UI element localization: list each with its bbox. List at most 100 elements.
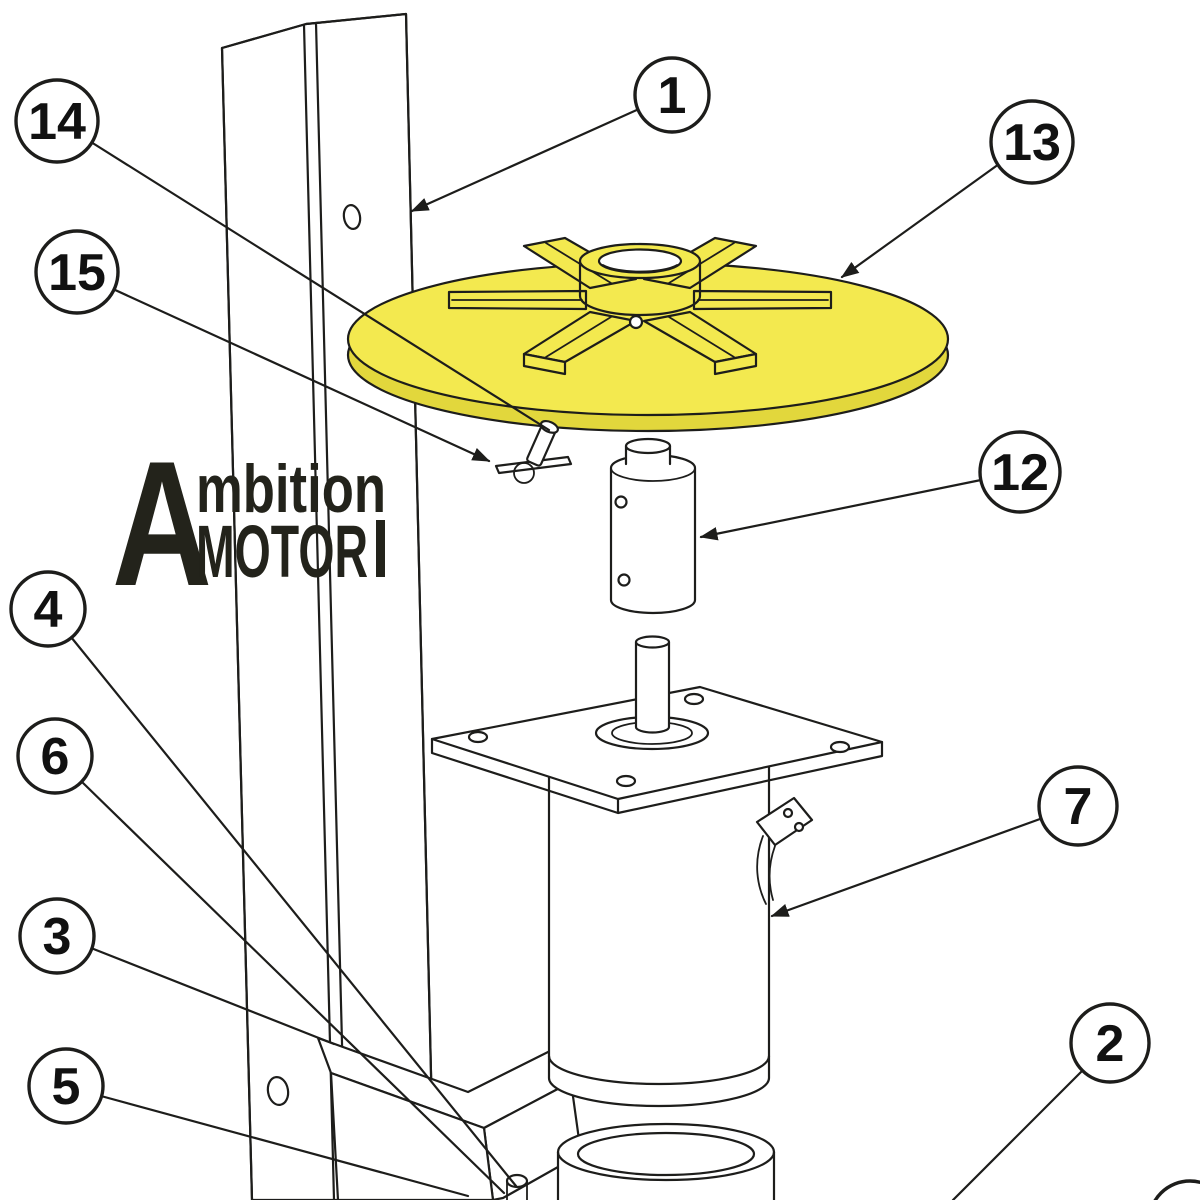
callout-15: 15 bbox=[34, 229, 120, 315]
hub-pin-hole bbox=[628, 314, 644, 330]
column-hole-bottom bbox=[266, 1076, 290, 1106]
leader-5 bbox=[99, 1094, 470, 1198]
pin-clip-ring bbox=[513, 462, 535, 484]
leader-3 bbox=[89, 946, 336, 1046]
callout-7-circle bbox=[1037, 765, 1119, 847]
terminal-screw-2 bbox=[793, 821, 805, 833]
coupling-neck-top bbox=[624, 437, 672, 455]
motor-shaft bbox=[634, 635, 671, 734]
leader-6 bbox=[79, 779, 506, 1195]
leader-4 bbox=[69, 635, 518, 1188]
terminal-wires bbox=[756, 835, 776, 905]
callout-2: 2 bbox=[1069, 1002, 1151, 1084]
callout-14: 14 bbox=[14, 78, 100, 164]
callout-4-circle bbox=[9, 570, 87, 648]
impeller-hub bbox=[578, 242, 702, 330]
callout-7: 7 bbox=[1037, 765, 1119, 847]
callout-5: 5 bbox=[27, 1047, 105, 1125]
blade-lower-left-wall bbox=[522, 352, 567, 376]
callout-4: 4 bbox=[9, 570, 87, 648]
coupling bbox=[609, 437, 697, 615]
coupling-neck-sides bbox=[624, 444, 672, 466]
callout-15-circle bbox=[34, 229, 120, 315]
callout-3: 3 bbox=[18, 897, 96, 975]
logo-word-top: mbition bbox=[196, 451, 386, 527]
brand-logo: A mbition MOTOR bbox=[112, 424, 386, 623]
callout-2-label: 2 bbox=[1096, 1015, 1125, 1073]
callout-13-circle bbox=[989, 99, 1075, 185]
callout-7-label: 7 bbox=[1064, 778, 1093, 836]
callout-1-circle bbox=[633, 56, 711, 134]
fastener-head bbox=[505, 1173, 529, 1189]
callout-6: 6 bbox=[16, 717, 94, 795]
callout-3-label: 3 bbox=[43, 908, 72, 966]
blade-lower-right-wall bbox=[713, 352, 758, 376]
coupling-body bbox=[609, 453, 697, 615]
coupling-setscrew-2 bbox=[617, 573, 631, 587]
leader-lines bbox=[69, 107, 1084, 1200]
column-hole-top bbox=[342, 204, 362, 230]
callout-1-label: 1 bbox=[658, 67, 687, 125]
impeller bbox=[346, 236, 950, 433]
callout-1: 1 bbox=[633, 56, 711, 134]
callout-12: 12 bbox=[978, 430, 1062, 514]
plate-hole-bottom bbox=[615, 774, 637, 788]
callout-5-label: 5 bbox=[52, 1058, 81, 1116]
leader-15 bbox=[111, 287, 491, 463]
leader-14 bbox=[89, 140, 551, 432]
motor-bottom-rim bbox=[547, 1054, 771, 1086]
logo-bar bbox=[376, 520, 385, 577]
hub-bore-depth bbox=[602, 264, 678, 273]
hub-sides bbox=[578, 259, 702, 317]
callout-12-label: 12 bbox=[991, 444, 1049, 502]
fastener-sides bbox=[506, 1180, 528, 1200]
shaft-top bbox=[634, 635, 671, 649]
motor-body bbox=[547, 734, 814, 1108]
leader-12 bbox=[699, 478, 983, 541]
bracket-left-face bbox=[329, 1071, 495, 1200]
callout-3-circle bbox=[18, 897, 96, 975]
callout-15-label: 15 bbox=[48, 244, 106, 302]
pin-body-group bbox=[526, 419, 559, 467]
plate-thickness bbox=[430, 737, 884, 815]
callout-partial-circle bbox=[1153, 1179, 1200, 1200]
plate-hole-top bbox=[683, 692, 705, 706]
callout-13-label: 13 bbox=[1003, 114, 1061, 172]
leader-1 bbox=[410, 107, 641, 213]
callouts: 1 2 3 4 5 6 7 12 bbox=[9, 56, 1200, 1200]
end-cap-ring bbox=[556, 1122, 776, 1200]
plate-hole-right bbox=[829, 740, 851, 754]
callout-4-label: 4 bbox=[34, 581, 63, 639]
column-edges bbox=[220, 12, 436, 1200]
terminal-box bbox=[755, 796, 814, 905]
motor-mounting-plate bbox=[430, 685, 884, 815]
coupling-setscrew-1 bbox=[614, 495, 628, 509]
logo-word-bottom: MOTOR bbox=[196, 510, 368, 593]
callout-6-circle bbox=[16, 717, 94, 795]
callout-13: 13 bbox=[989, 99, 1075, 185]
plate-hole-left bbox=[467, 730, 489, 744]
leader-2 bbox=[951, 1069, 1084, 1200]
motor-cylinder bbox=[547, 734, 771, 1108]
ring-sides bbox=[556, 1150, 776, 1200]
hub-bore bbox=[597, 248, 683, 274]
shaft-body bbox=[634, 640, 671, 734]
terminal-screw-1 bbox=[782, 807, 794, 819]
callout-6-label: 6 bbox=[41, 728, 70, 786]
logo-initial: A bbox=[112, 424, 212, 623]
bottom-fastener bbox=[505, 1173, 529, 1200]
callout-5-circle bbox=[27, 1047, 105, 1125]
ring-skirt bbox=[558, 1152, 774, 1200]
disc-top bbox=[346, 261, 950, 417]
callout-14-circle bbox=[14, 78, 100, 164]
mounting-bracket bbox=[316, 1036, 583, 1200]
pin-head bbox=[539, 419, 559, 434]
ring-inner bbox=[576, 1131, 756, 1177]
callout-2-circle bbox=[1069, 1002, 1151, 1084]
callout-12-circle bbox=[978, 430, 1062, 514]
blade-ridges bbox=[451, 242, 829, 358]
callout-14-label: 14 bbox=[28, 93, 86, 151]
leader-13 bbox=[840, 162, 1001, 279]
leader-7 bbox=[770, 817, 1042, 918]
